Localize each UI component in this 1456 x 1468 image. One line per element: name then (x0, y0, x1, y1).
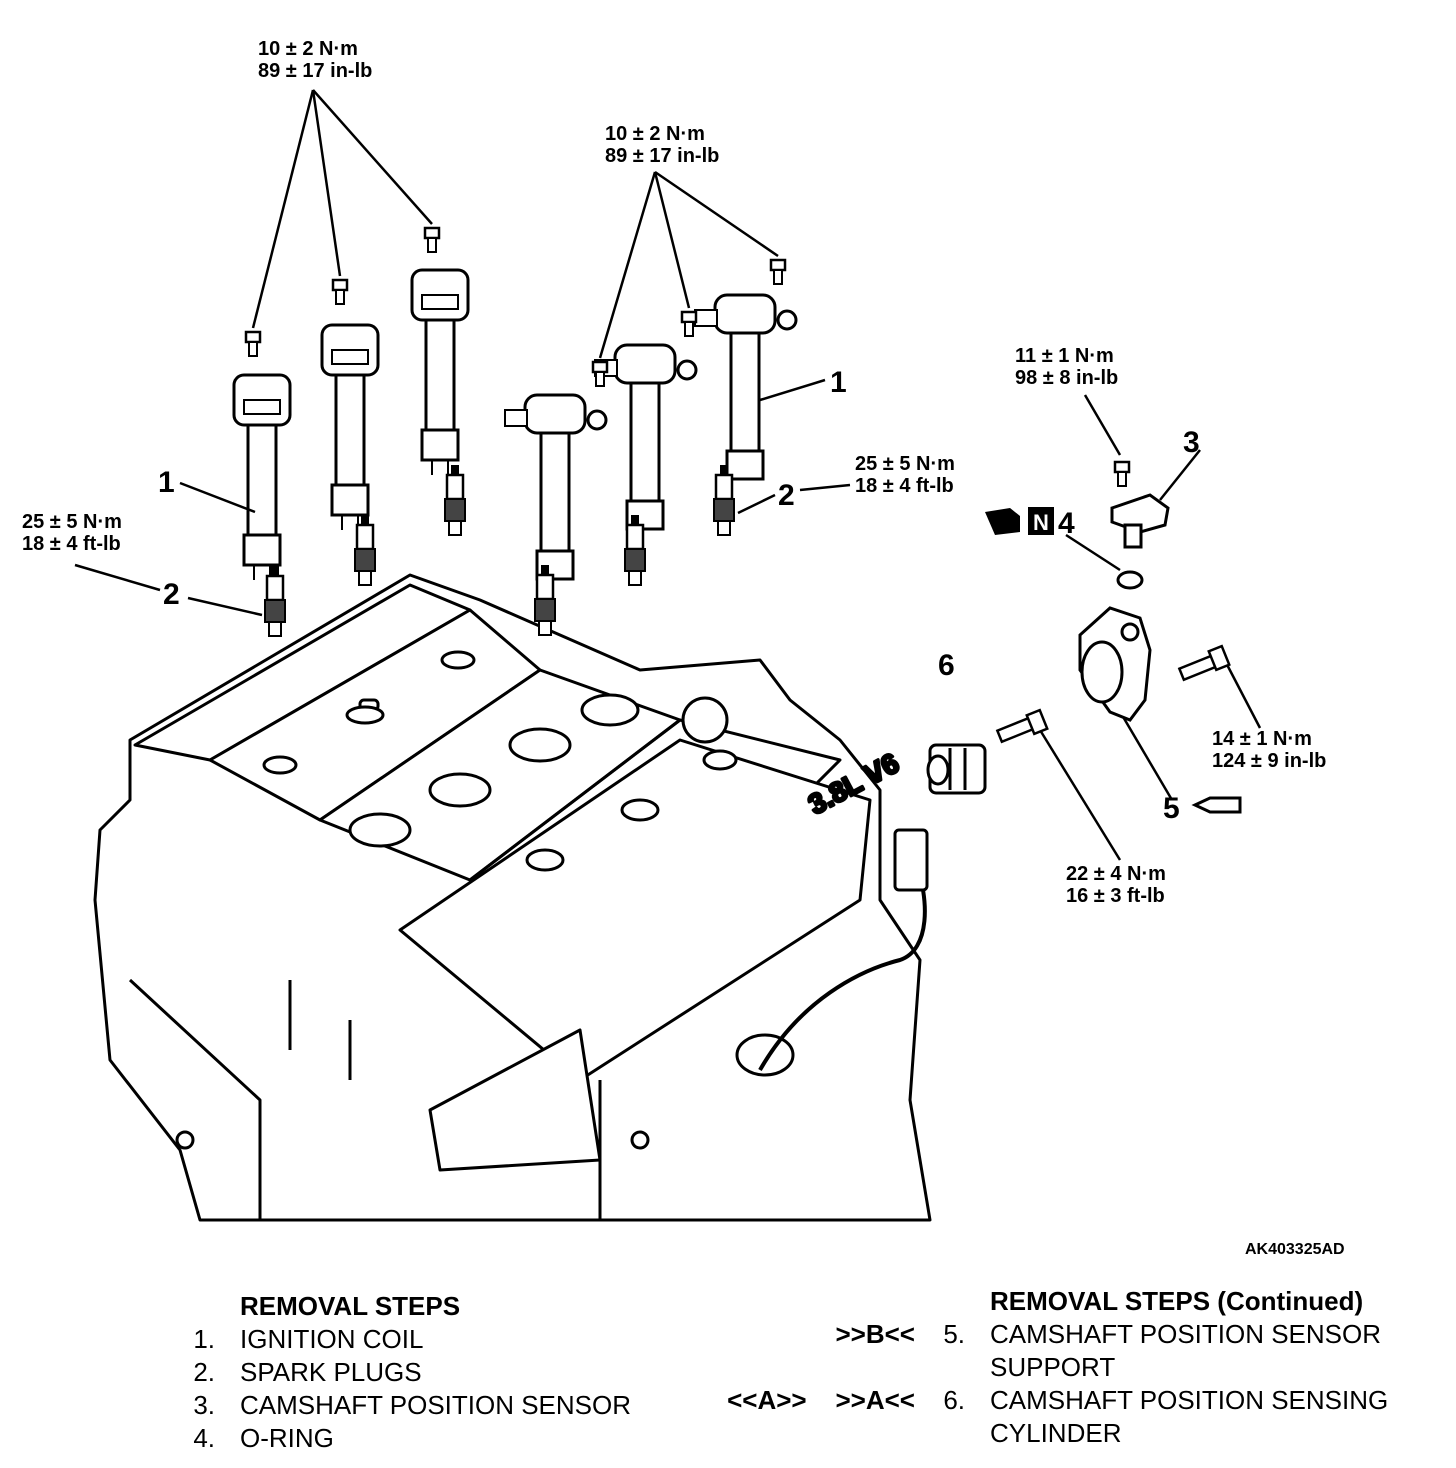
figure-id: AK403325AD (1245, 1241, 1345, 1258)
coil-bolt (244, 330, 262, 358)
callout-5: 5 (1163, 792, 1180, 825)
sensor-bolt (1113, 460, 1131, 488)
coil-bolt (769, 258, 787, 286)
cylinder-bolt (995, 708, 1049, 744)
callout-3: 3 (1183, 426, 1200, 459)
sensor-harness (758, 859, 927, 1071)
ignition-coil-left-3 (410, 268, 470, 477)
list-item: 2.SPARK PLUGS (193, 1357, 422, 1387)
list-item: <<A>> >>A<<6.CAMSHAFT POSITION SENSING (727, 1385, 1389, 1415)
removal-steps-left: REMOVAL STEPS 1.IGNITION COIL 2.SPARK PL… (165, 1290, 725, 1455)
callout-1-left: 1 (158, 466, 175, 499)
leader-lines (74, 89, 1262, 861)
removal-steps-continued-title: REMOVAL STEPS (Continued) (990, 1286, 1364, 1316)
list-item: >>B<<5.CAMSHAFT POSITION SENSOR (835, 1319, 1382, 1349)
removal-steps-right: REMOVAL STEPS (Continued) >>B<<5.CAMSHAF… (700, 1285, 1440, 1450)
ignition-coil-right-1 (503, 393, 608, 581)
spark-plug-3 (443, 463, 467, 537)
removal-steps-title: REMOVAL STEPS (240, 1291, 461, 1321)
coil-bolt (331, 278, 349, 306)
list-item-continuation: CYLINDER (990, 1418, 1122, 1448)
sealant-tube-icon (1191, 796, 1242, 814)
callout-2-right: 2 (778, 479, 795, 512)
sensing-cylinder (926, 743, 987, 795)
support-bolt (1177, 644, 1231, 682)
spark-plug-6 (712, 463, 736, 537)
list-item-continuation: SUPPORT (990, 1352, 1116, 1382)
callout-1-right: 1 (830, 366, 847, 399)
callout-2-left: 2 (163, 578, 180, 611)
camshaft-sensor-support (1078, 606, 1152, 722)
spark-plug-1 (263, 564, 287, 638)
spark-plug-5 (623, 513, 647, 587)
ignition-coil-right-2 (593, 343, 698, 531)
ignition-coil-right-3 (693, 293, 798, 481)
list-item: 1.IGNITION COIL (193, 1324, 424, 1354)
camshaft-position-sensor (1110, 493, 1170, 549)
callout-6: 6 (938, 649, 955, 682)
spark-plug-4 (533, 563, 557, 637)
list-item: 3.CAMSHAFT POSITION SENSOR (193, 1390, 632, 1420)
coil-bolt (591, 360, 609, 388)
harness-connector (893, 828, 929, 892)
spark-plug-2 (353, 513, 377, 587)
oil-can-icon: N (985, 507, 1054, 535)
engine-block: 3.8L V6 (93, 573, 932, 1222)
new-part-symbol: N (1033, 510, 1049, 535)
callout-4: 4 (1058, 507, 1075, 540)
coil-bolt (423, 226, 441, 254)
o-ring (1116, 570, 1144, 590)
ignition-coil-left-1 (232, 373, 292, 582)
list-item: 4.O-RING (193, 1423, 334, 1453)
coil-bolt (680, 310, 698, 338)
ignition-coil-left-2 (320, 323, 380, 532)
